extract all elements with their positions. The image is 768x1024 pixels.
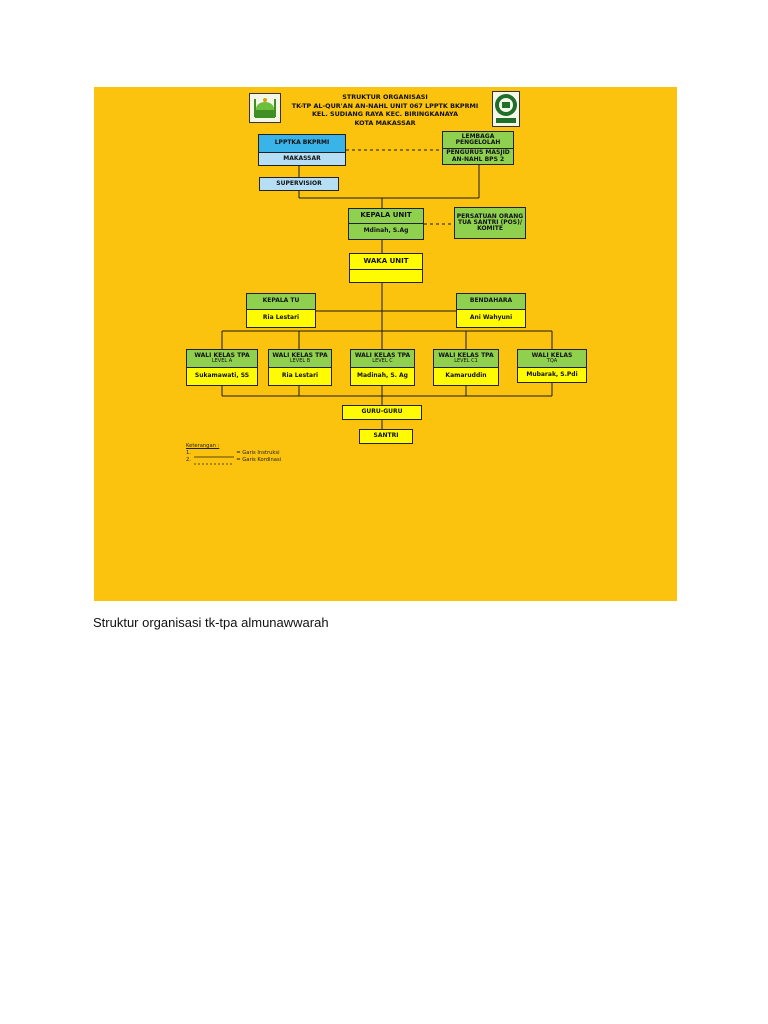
kepala-unit-role-box: KEPALA UNIT xyxy=(348,208,424,224)
connector-lines xyxy=(194,149,553,465)
persatuan-box: PERSATUAN ORANG TUA SANTRI (POS)/ KOMITE xyxy=(454,207,526,239)
wali-kelas-tqa-role: WALI KELAS xyxy=(531,351,573,359)
chart-title: STRUKTUR ORGANISASI TK-TP AL-QUR'AN AN-N… xyxy=(270,93,500,127)
supervisior-box: SUPERVISIOR xyxy=(259,177,339,191)
title-line-1: STRUKTUR ORGANISASI xyxy=(342,93,428,101)
wali-kelas-c-name-box: Madinah, S. Ag xyxy=(350,367,415,386)
legend-title: Keterangan : xyxy=(186,443,220,449)
mosque-logo-icon xyxy=(254,98,276,118)
lpptka-top-box: LPPTKA BKPRMI xyxy=(258,134,346,153)
bendahara-role-box: BENDAHARA xyxy=(456,293,526,310)
legend-line-2: 2. = Garis Kordinasi xyxy=(186,457,281,464)
title-line-4: KOTA MAKASSAR xyxy=(354,118,416,127)
wali-kelas-a-role-box: WALI KELAS TPA LEVEL A xyxy=(186,349,258,368)
wali-kelas-b-level: LEVEL B xyxy=(289,358,311,365)
waka-unit-box: WAKA UNIT xyxy=(349,253,423,270)
wali-kelas-c1-level: LEVEL C1 xyxy=(454,358,478,365)
waka-unit-blank-box xyxy=(349,269,423,283)
kepala-unit-name-box: Mdinah, S.Ag xyxy=(348,223,424,240)
bendahara-name-box: Ani Wahyuni xyxy=(456,309,526,328)
santri-box: SANTRI xyxy=(359,429,413,444)
wali-kelas-b-role: WALI KELAS TPA xyxy=(272,351,328,359)
org-chart-panel: STRUKTUR ORGANISASI TK-TP AL-QUR'AN AN-N… xyxy=(94,87,677,601)
legend: Keterangan : 1. = Garis Instruksi 2. = G… xyxy=(186,443,281,465)
legend-line-2-label: = Garis Kordinasi xyxy=(236,457,282,464)
wali-kelas-c-level: LEVEL C xyxy=(372,358,393,365)
wali-kelas-tqa-name-box: Mubarak, S.Pdi xyxy=(517,367,587,383)
wali-kelas-a-name-box: Sukamawati, SS xyxy=(186,367,258,386)
wali-kelas-b-name-box: Ria Lestari xyxy=(268,367,332,386)
legend-line-1-prefix: 1. xyxy=(186,450,191,457)
lpptka-bottom-box: MAKASSAR xyxy=(258,152,346,166)
kepala-tu-role-box: KEPALA TU xyxy=(246,293,316,310)
guru-guru-box: GURU-GURU xyxy=(342,405,422,420)
lembaga-bottom-box: PENGURUS MASJID AN-NAHL BPS 2 xyxy=(442,148,514,165)
wali-kelas-c1-name-box: Kamaruddin xyxy=(433,367,499,386)
title-line-2: TK-TP AL-QUR'AN AN-NAHL UNIT 067 LPPTK B… xyxy=(291,101,479,110)
left-logo xyxy=(249,93,281,123)
legend-line-2-prefix: 2. xyxy=(186,457,191,464)
wali-kelas-c1-role-box: WALI KELAS TPA LEVEL C1 xyxy=(433,349,499,368)
legend-line-1-label: = Garis Instruksi xyxy=(236,450,280,457)
wali-kelas-c-role: WALI KELAS TPA xyxy=(354,351,411,359)
wali-kelas-a-level: LEVEL A xyxy=(211,358,233,365)
emblem-logo-icon xyxy=(495,94,517,123)
legend-line-1: 1. = Garis Instruksi xyxy=(186,450,281,457)
wali-kelas-tqa-level: TQA xyxy=(546,358,558,365)
kepala-tu-name-box: Ria Lestari xyxy=(246,309,316,328)
wali-kelas-b-role-box: WALI KELAS TPA LEVEL B xyxy=(268,349,332,368)
wali-kelas-tqa-role-box: WALI KELAS TQA xyxy=(517,349,587,368)
title-line-3: KEL. SUDIANG RAYA KEC. BIRINGKANAYA xyxy=(311,110,459,119)
wali-kelas-c-role-box: WALI KELAS TPA LEVEL C xyxy=(350,349,415,368)
caption: Struktur organisasi tk-tpa almunawwarah xyxy=(93,615,329,630)
right-logo xyxy=(492,91,520,127)
wali-kelas-a-role: WALI KELAS TPA xyxy=(194,351,250,359)
wali-kelas-c1-role: WALI KELAS TPA xyxy=(438,351,494,359)
lembaga-top-box: LEMBAGA PENGELOLAH xyxy=(442,131,514,149)
